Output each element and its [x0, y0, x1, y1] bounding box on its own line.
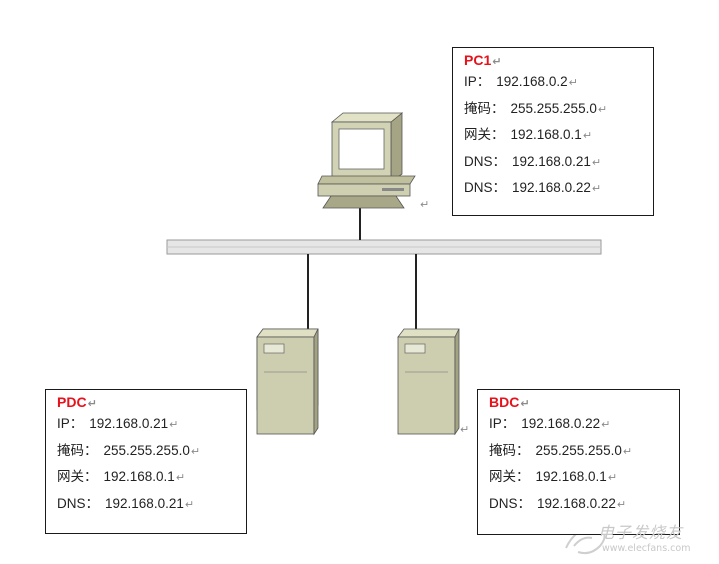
pc1-computer-icon [317, 112, 416, 209]
watermark: 电子发烧友 www.elecfans.com [560, 519, 710, 559]
watermark-name: 电子发烧友 [598, 523, 684, 542]
pdc-dns-row: DNS：192.168.0.21↵ [57, 495, 195, 511]
pc1-title: PC1↵ [464, 52, 502, 68]
pdc-ip-row: IP：192.168.0.21↵ [57, 416, 179, 431]
pdc-server-icon [256, 328, 319, 436]
bdc-dns-row: DNS：192.168.0.22↵ [489, 495, 627, 511]
pc1-gateway-row: 网关：192.168.0.1↵ [464, 127, 593, 142]
bdc-gateway-row: 网关：192.168.0.1↵ [489, 469, 618, 484]
pc1-dns1-row: DNS：192.168.0.21↵ [464, 153, 602, 169]
bdc-ip-row: IP：192.168.0.22↵ [489, 416, 611, 431]
bdc-title: BDC↵ [489, 394, 530, 410]
network-bus [166, 239, 602, 255]
bdc-server-icon [397, 328, 460, 436]
pdc-title: PDC↵ [57, 394, 97, 410]
pdc-gateway-row: 网关：192.168.0.1↵ [57, 469, 186, 484]
pdc-info-box: PDC↵ IP：192.168.0.21↵ 掩码：255.255.255.0↵ … [45, 389, 247, 534]
pc1-dns2-row: DNS：192.168.0.22↵ [464, 180, 602, 195]
pc1-paragraph-mark: ↵ [420, 199, 430, 211]
watermark-url: www.elecfans.com [602, 543, 691, 554]
pc1-mask-row: 掩码：255.255.255.0↵ [464, 100, 608, 116]
pc1-ip-row: IP：192.168.0.2↵ [464, 74, 578, 89]
pdc-mask-row: 掩码：255.255.255.0↵ [57, 442, 201, 458]
bdc-paragraph-mark: ↵ [460, 424, 470, 436]
pc1-info-box: PC1↵ IP：192.168.0.2↵ 掩码：255.255.255.0↵ 网… [452, 47, 654, 216]
bdc-info-box: BDC↵ IP：192.168.0.22↵ 掩码：255.255.255.0↵ … [477, 389, 680, 535]
bdc-mask-row: 掩码：255.255.255.0↵ [489, 442, 633, 458]
